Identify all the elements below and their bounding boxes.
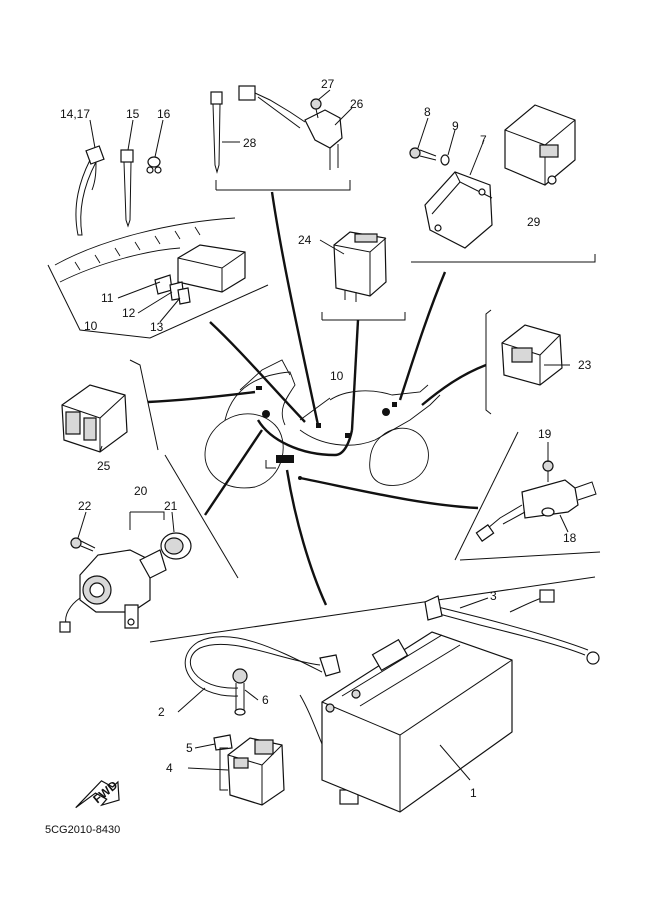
fwd-arrow-icon: FWD — [75, 778, 121, 809]
label-7: 7 — [480, 133, 487, 147]
label-2: 2 — [158, 705, 165, 719]
part-28-cable-tie — [210, 91, 223, 174]
label-29: 29 — [527, 215, 541, 229]
part-3-lead — [424, 589, 600, 665]
label-8: 8 — [424, 105, 431, 119]
label-6: 6 — [262, 693, 269, 707]
part-24-relay — [333, 231, 387, 302]
group-4-bracket — [219, 747, 228, 791]
label-28: 28 — [243, 136, 257, 150]
label-21: 21 — [164, 499, 178, 513]
label-25: 25 — [97, 459, 111, 473]
part-1-battery — [321, 631, 513, 813]
frame-area-group-10 — [54, 217, 246, 305]
label-20: 20 — [134, 484, 148, 498]
label-26: 26 — [350, 97, 364, 111]
part-8-bolt — [409, 147, 437, 161]
group-frame-lines — [47, 180, 601, 643]
part-19-bolt — [542, 460, 554, 482]
label-11: 11 — [101, 291, 114, 305]
part-29-relay — [504, 104, 576, 186]
part-16-band — [146, 156, 162, 174]
label-14-17: 14,17 — [60, 107, 90, 121]
label-23: 23 — [578, 358, 592, 372]
part-9-washer — [440, 154, 450, 166]
label-19: 19 — [538, 427, 552, 441]
label-1: 1 — [470, 786, 477, 800]
part-23-relay — [501, 324, 563, 386]
part-14-17-cable-tie — [75, 145, 105, 236]
part-25-relay — [61, 384, 128, 453]
part-4-starter-relay — [227, 737, 285, 806]
label-27: 27 — [321, 77, 335, 91]
callout-labels: 14,17 15 16 28 27 26 8 9 7 29 24 11 12 1… — [45, 77, 592, 836]
part-20-main-switch — [59, 549, 167, 633]
label-10-center: 10 — [330, 369, 344, 383]
label-24: 24 — [298, 233, 312, 247]
label-3: 3 — [490, 589, 497, 603]
part-7-ecu — [424, 171, 493, 249]
label-13: 13 — [150, 320, 164, 334]
label-16: 16 — [157, 107, 171, 121]
part-15-cable-tie — [120, 149, 134, 228]
label-4: 4 — [166, 761, 173, 775]
label-15: 15 — [126, 107, 140, 121]
motorcycle-silhouette — [204, 359, 441, 489]
group-20-bracket — [129, 511, 165, 530]
part-22-screw — [70, 537, 96, 552]
label-9: 9 — [452, 119, 459, 133]
part-6-bolt — [232, 668, 248, 716]
label-22: 22 — [78, 499, 92, 513]
label-5: 5 — [186, 741, 193, 755]
part-5-fuse — [213, 734, 233, 751]
part-21-cap — [160, 532, 192, 560]
label-12: 12 — [122, 306, 136, 320]
label-18: 18 — [563, 531, 577, 545]
part-26-sensor — [238, 85, 343, 170]
part-2-cable — [184, 636, 341, 697]
label-10-left: 10 — [84, 319, 98, 333]
leader-lines — [147, 191, 487, 606]
part-18-sensor — [475, 479, 597, 542]
callout-leaders — [77, 89, 570, 781]
diagram-code: 5CG2010-8430 — [45, 824, 120, 836]
